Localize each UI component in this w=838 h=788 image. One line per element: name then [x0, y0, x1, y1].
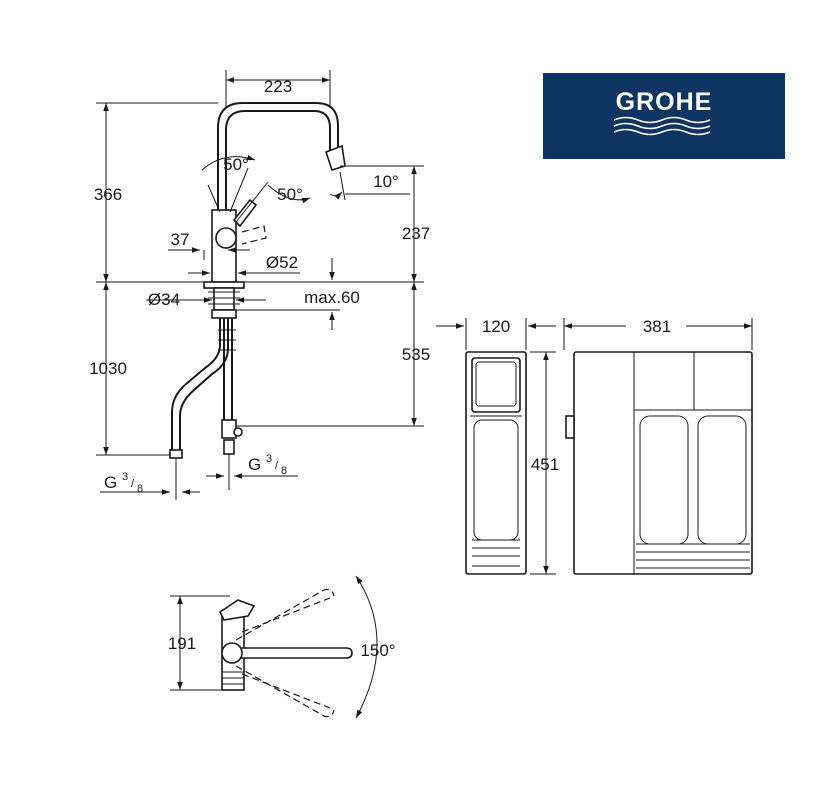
dim-unit-width: 381 [643, 317, 671, 336]
logo-text: GROHE [616, 88, 713, 116]
filter-dimensions: 120 381 451 [436, 317, 753, 575]
dim-height-to-spout: 366 [94, 185, 122, 204]
filter-front-view [565, 351, 753, 575]
top-view-pivot [221, 642, 243, 664]
dim-lever-offset: 37 [171, 230, 190, 249]
svg-text:3: 3 [122, 471, 128, 483]
svg-text:3: 3 [266, 453, 272, 465]
logo-wave-icon [613, 128, 711, 136]
logo-background [543, 73, 785, 159]
dim-swivel-angle-lever: 50° [277, 185, 303, 204]
svg-text:8: 8 [281, 465, 287, 477]
dim-max-deck: max.60 [304, 288, 360, 307]
top-view-dimensions: 191 150° [168, 595, 396, 691]
dim-filter-height: 451 [531, 455, 559, 474]
dim-spray-angle: 10° [373, 172, 399, 191]
logo-wave-icon [613, 122, 711, 130]
faucet-lever [232, 198, 258, 228]
dim-spout-reach: 223 [264, 77, 292, 96]
dim-connection-left: G 3 / 8 [104, 471, 143, 495]
dim-depth-below: 535 [402, 345, 430, 364]
logo-wave-icon [613, 116, 711, 124]
svg-text:/: / [131, 478, 135, 490]
dim-body-diameter: Ø52 [266, 253, 298, 272]
faucet-top-view [218, 575, 378, 719]
supply-hose [171, 318, 221, 455]
dim-swivel-angle-top: 50° [223, 155, 249, 174]
grohe-logo: GROHE [543, 73, 785, 159]
faucet-spout [217, 102, 339, 215]
dim-connection-right: G 3 / 8 [248, 453, 287, 477]
dim-top-view-angle: 150° [360, 641, 395, 660]
svg-text:8: 8 [137, 483, 143, 495]
faucet-dimensions: 223 366 50° 50° 10° 37 Ø52 237 Ø34 [89, 70, 430, 495]
dim-outlet-height: 237 [402, 224, 430, 243]
dim-hose-length: 1030 [89, 359, 127, 378]
svg-text:G: G [248, 455, 261, 474]
faucet-side-view [169, 102, 346, 500]
top-view-lever [218, 599, 256, 621]
filter-unit-housing [573, 351, 753, 575]
svg-text:G: G [104, 473, 117, 492]
lever-knob [215, 227, 237, 249]
filter-side-view [465, 351, 527, 575]
dim-filter-width: 120 [482, 317, 510, 336]
dim-hole-diameter: Ø34 [148, 290, 180, 309]
svg-text:/: / [275, 460, 279, 472]
dim-top-view-height: 191 [168, 634, 196, 653]
